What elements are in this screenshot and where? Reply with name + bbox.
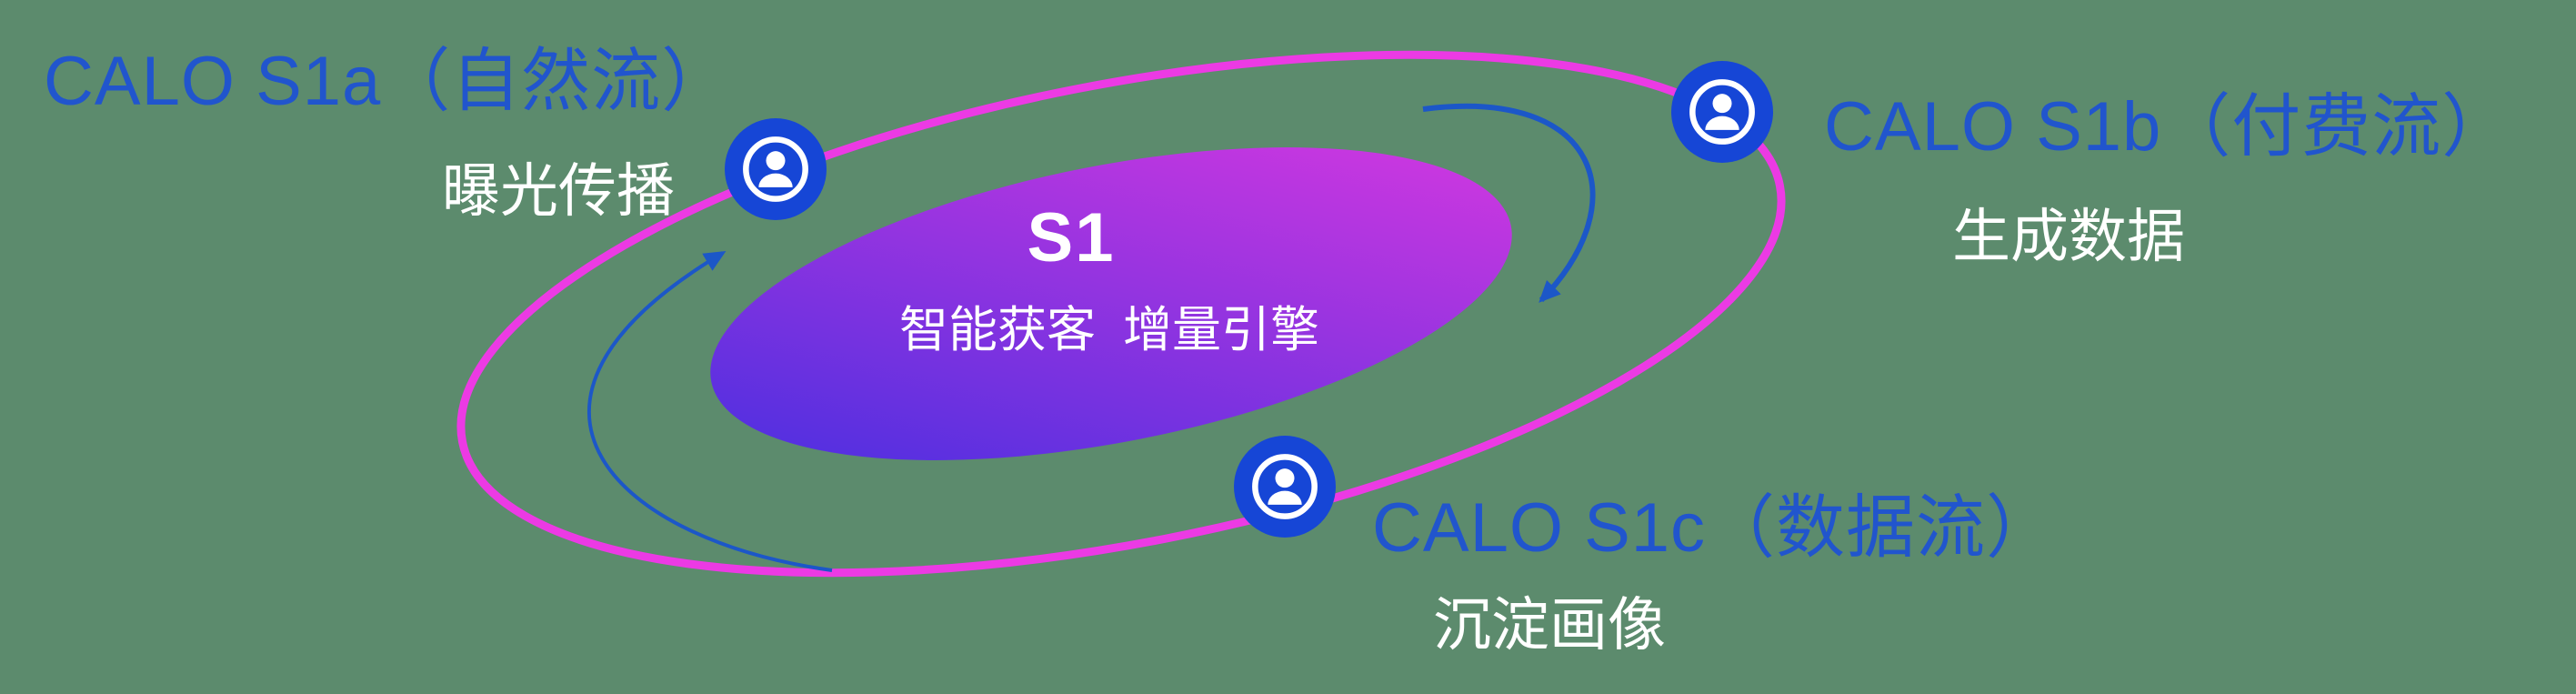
core-ellipse bbox=[710, 147, 1512, 460]
label-calo-s1c: CALO S1c（数据流） bbox=[1372, 489, 2057, 567]
sublabel-calo-s1a: 曝光传播 bbox=[442, 158, 675, 224]
core-title: S1 bbox=[1027, 199, 1116, 277]
arrow-left-icon bbox=[586, 250, 833, 572]
node-s1b-person-icon bbox=[1671, 61, 1773, 163]
orbit-ring bbox=[456, 50, 1786, 578]
label-calo-s1a: CALO S1a（自然流） bbox=[44, 43, 732, 120]
label-calo-s1b: CALO S1b（付费流） bbox=[1824, 88, 2512, 166]
node-s1a-person-icon bbox=[725, 118, 827, 220]
arrow-right-icon bbox=[1422, 103, 1596, 303]
node-s1c-person-icon bbox=[1234, 436, 1336, 538]
core-subtitle: 智能获客 增量引擎 bbox=[898, 303, 1319, 357]
sublabel-calo-s1c: 沉淀画像 bbox=[1433, 592, 1666, 658]
sublabel-calo-s1b: 生成数据 bbox=[1952, 204, 2185, 269]
